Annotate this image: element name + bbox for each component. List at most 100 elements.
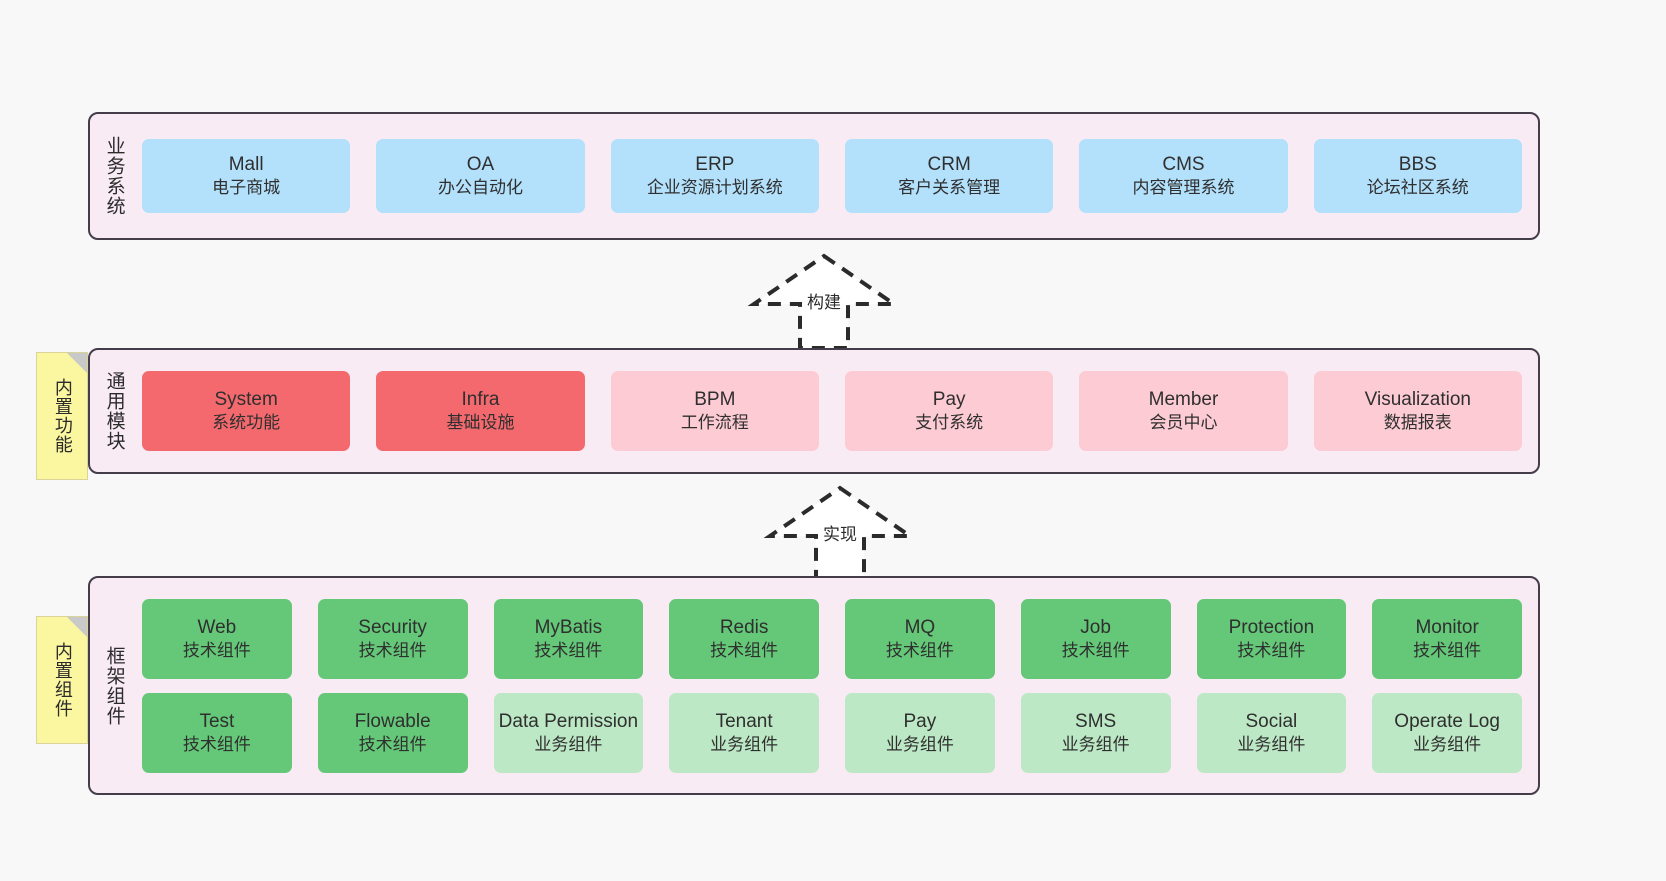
card-subtitle: 技术组件 [182, 734, 251, 754]
layer-title-framework: 框架组件 [103, 645, 125, 726]
card-cms[interactable]: CMS 内容管理系统 [1079, 139, 1288, 213]
card-title: Flowable [354, 710, 431, 732]
card-oa[interactable]: OA 办公自动化 [376, 139, 585, 213]
card-subtitle: 论坛社区系统 [1366, 178, 1469, 198]
card-pay[interactable]: Pay 支付系统 [844, 371, 1054, 451]
card-title: Web [197, 616, 237, 638]
card-web[interactable]: Web 技术组件 [142, 598, 292, 679]
card-subtitle: 系统功能 [212, 413, 281, 433]
card-test[interactable]: Test 技术组件 [142, 692, 292, 773]
card-flowable[interactable]: Flowable 技术组件 [317, 692, 468, 773]
card-title: MyBatis [534, 616, 603, 638]
card-subtitle: 业务组件 [534, 734, 603, 754]
card-subtitle: 企业资源计划系统 [646, 178, 783, 198]
card-subtitle: 业务组件 [710, 734, 779, 754]
card-crm[interactable]: CRM 客户关系管理 [844, 139, 1054, 213]
card-title: OA [466, 154, 495, 176]
card-title: ERP [695, 154, 735, 176]
card-title: System [214, 389, 278, 411]
generalization-arrow-build: 构建 [744, 252, 904, 350]
card-title: Tenant [715, 710, 773, 732]
card-member[interactable]: Member 会员中心 [1079, 371, 1288, 451]
card-pay-business[interactable]: Pay 业务组件 [845, 692, 995, 773]
card-subtitle: 业务组件 [1061, 734, 1130, 754]
layer-body-common: System 系统功能 Infra 基础设施 BPM 工作流程 Pay 支付系统… [138, 350, 1538, 472]
card-bbs[interactable]: BBS 论坛社区系统 [1313, 139, 1522, 213]
card-title: BPM [694, 389, 736, 411]
card-title: Security [358, 616, 427, 638]
card-title: MQ [904, 616, 936, 638]
note-builtin-function: 内置功能 [36, 352, 88, 480]
card-title: Mall [228, 154, 264, 176]
card-tenant[interactable]: Tenant 业务组件 [669, 692, 819, 773]
note-label: 内置组件 [52, 642, 73, 718]
card-bpm[interactable]: BPM 工作流程 [610, 371, 819, 451]
card-subtitle: 技术组件 [358, 640, 427, 660]
card-subtitle: 技术组件 [1061, 640, 1130, 660]
card-title: Visualization [1364, 389, 1471, 411]
card-title: Data Permission [498, 710, 639, 732]
card-subtitle: 客户关系管理 [898, 178, 1001, 198]
card-title: Redis [719, 616, 769, 638]
card-sms[interactable]: SMS 业务组件 [1020, 692, 1171, 773]
card-title: SMS [1075, 710, 1117, 732]
card-subtitle: 会员中心 [1149, 413, 1218, 433]
card-operate-log[interactable]: Operate Log 业务组件 [1372, 692, 1522, 773]
card-title: Monitor [1415, 616, 1479, 638]
layer-framework-components: 框架组件 Web 技术组件 Security 技术组件 MyBatis 技术组件… [88, 576, 1540, 795]
card-row: Mall 电子商城 OA 办公自动化 ERP 企业资源计划系统 CRM 客户关系… [142, 139, 1522, 213]
card-subtitle: 数据报表 [1383, 413, 1452, 433]
card-subtitle: 业务组件 [1413, 734, 1482, 754]
card-subtitle: 内容管理系统 [1132, 178, 1235, 198]
card-mall[interactable]: Mall 电子商城 [142, 139, 351, 213]
card-title: Pay [903, 710, 937, 732]
card-subtitle: 办公自动化 [437, 178, 523, 198]
card-row: Test 技术组件 Flowable 技术组件 Data Permission … [142, 692, 1522, 773]
card-infra[interactable]: Infra 基础设施 [376, 371, 585, 451]
card-title: Protection [1228, 616, 1315, 638]
note-label: 内置功能 [52, 378, 73, 454]
arrow-label-implement: 实现 [823, 525, 857, 544]
card-subtitle: 业务组件 [1237, 734, 1306, 754]
layer-title-business: 业务系统 [103, 136, 125, 216]
card-subtitle: 基础设施 [446, 413, 515, 433]
card-mq[interactable]: MQ 技术组件 [845, 598, 995, 679]
card-subtitle: 电子商城 [212, 178, 281, 198]
card-subtitle: 技术组件 [710, 640, 779, 660]
note-builtin-component: 内置组件 [36, 616, 88, 744]
card-subtitle: 技术组件 [1413, 640, 1482, 660]
card-subtitle: 技术组件 [885, 640, 954, 660]
card-erp[interactable]: ERP 企业资源计划系统 [610, 139, 819, 213]
card-title: Member [1148, 389, 1219, 411]
card-title: CMS [1162, 154, 1205, 176]
card-subtitle: 业务组件 [885, 734, 954, 754]
card-redis[interactable]: Redis 技术组件 [669, 598, 819, 679]
card-monitor[interactable]: Monitor 技术组件 [1372, 598, 1522, 679]
arrow-label-build: 构建 [807, 293, 841, 312]
card-social[interactable]: Social 业务组件 [1196, 692, 1347, 773]
card-title: Social [1245, 710, 1298, 732]
card-visualization[interactable]: Visualization 数据报表 [1313, 371, 1522, 451]
card-security[interactable]: Security 技术组件 [317, 598, 468, 679]
card-protection[interactable]: Protection 技术组件 [1196, 598, 1347, 679]
card-subtitle: 支付系统 [915, 413, 984, 433]
layer-title-common: 通用模块 [103, 371, 125, 451]
layer-body-business: Mall 电子商城 OA 办公自动化 ERP 企业资源计划系统 CRM 客户关系… [138, 114, 1538, 238]
card-subtitle: 技术组件 [358, 734, 427, 754]
card-subtitle: 技术组件 [182, 640, 251, 660]
card-title: Pay [932, 389, 966, 411]
card-title: Test [199, 710, 235, 732]
layer-common-modules: 通用模块 System 系统功能 Infra 基础设施 BPM 工作流程 Pay… [88, 348, 1540, 474]
card-row: Web 技术组件 Security 技术组件 MyBatis 技术组件 Redi… [142, 598, 1522, 679]
card-subtitle: 工作流程 [680, 413, 749, 433]
card-title: BBS [1398, 154, 1437, 176]
layer-body-framework: Web 技术组件 Security 技术组件 MyBatis 技术组件 Redi… [138, 578, 1538, 793]
card-job[interactable]: Job 技术组件 [1020, 598, 1171, 679]
card-mybatis[interactable]: MyBatis 技术组件 [493, 598, 644, 679]
card-title: Operate Log [1394, 710, 1500, 732]
card-data-permission[interactable]: Data Permission 业务组件 [493, 692, 644, 773]
card-subtitle: 技术组件 [1237, 640, 1306, 660]
card-system[interactable]: System 系统功能 [142, 371, 351, 451]
card-title: Infra [461, 389, 500, 411]
